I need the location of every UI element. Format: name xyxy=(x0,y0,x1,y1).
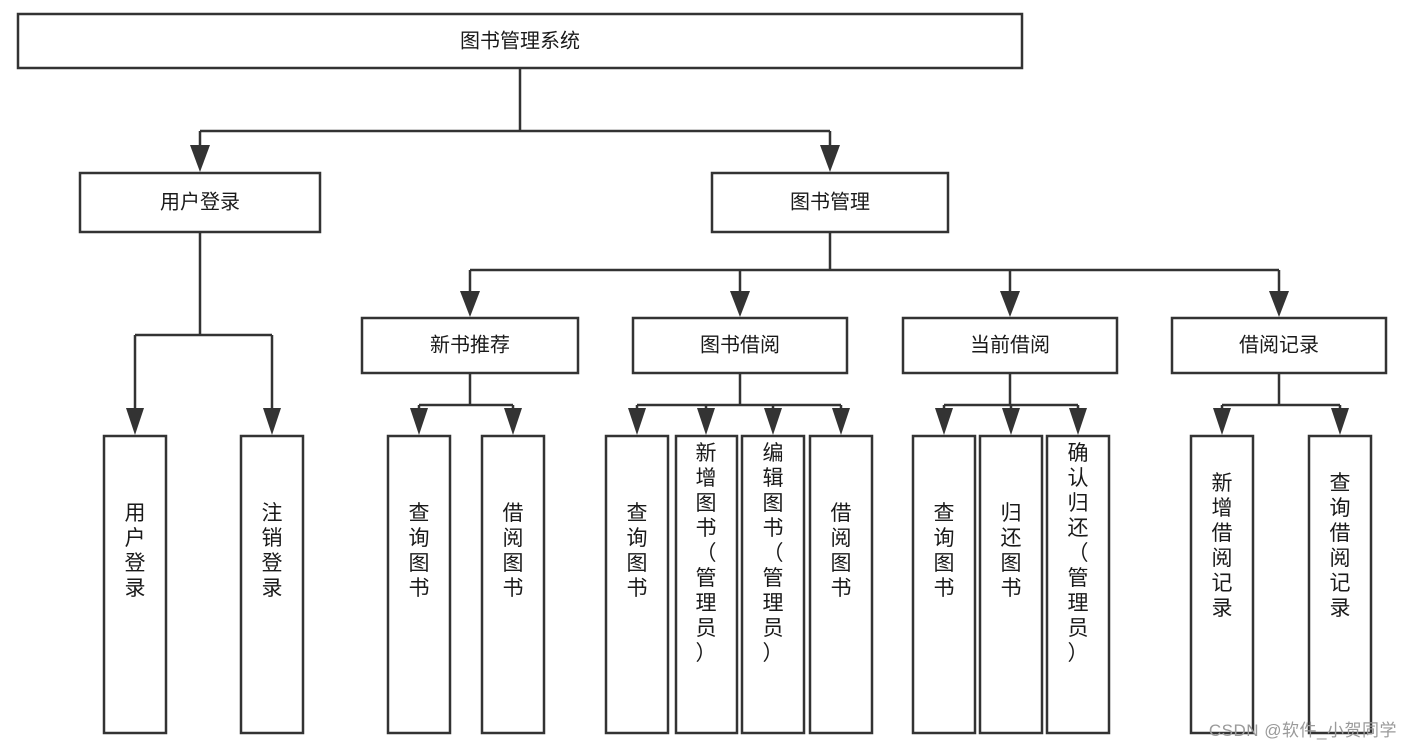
node-leaf-add-book-box[interactable] xyxy=(674,434,739,735)
node-leaf-query-book-3[interactable]: 查询图书 xyxy=(911,434,977,735)
node-leaf-query-book-3-box[interactable] xyxy=(911,434,977,735)
arrow-head-leaf-query-book-2 xyxy=(628,408,646,435)
arrow-head-leaf-return-book xyxy=(1002,408,1020,435)
node-leaf-query-book-3-label: 查询图书 xyxy=(934,502,955,600)
node-book-borrow-box[interactable] xyxy=(631,316,849,375)
arrow-head-book-borrow xyxy=(730,291,750,317)
node-leaf-query-book-2-label: 查询图书 xyxy=(627,502,648,600)
node-leaf-query-book-2-box[interactable] xyxy=(604,434,670,735)
node-book-manage[interactable]: 图书管理 xyxy=(710,171,950,234)
node-leaf-borrow-book-1-label: 借阅图书 xyxy=(503,502,524,600)
node-user-login-box[interactable] xyxy=(78,171,322,234)
node-leaf-user-login-box[interactable] xyxy=(102,434,168,735)
node-current-borrow-box[interactable] xyxy=(901,316,1119,375)
node-leaf-query-book-1-label: 查询图书 xyxy=(409,502,430,600)
node-leaf-confirm-return-box[interactable] xyxy=(1045,434,1111,735)
node-current-borrow-label: 当前借阅 xyxy=(970,333,1050,356)
node-book-manage-label: 图书管理 xyxy=(790,190,870,213)
arrow-head-leaf-edit-book xyxy=(764,408,782,435)
arrow-head-leaf-user-login xyxy=(126,408,144,435)
arrow-head-leaf-add-book xyxy=(697,408,715,435)
node-leaf-query-record-label: 查询借阅记录 xyxy=(1330,472,1351,620)
node-leaf-logout-label: 注销登录 xyxy=(262,502,283,600)
arrow-head-new-book-rec xyxy=(460,291,480,317)
node-leaf-logout-box[interactable] xyxy=(239,434,305,735)
node-leaf-borrow-book-2[interactable]: 借阅图书 xyxy=(808,434,874,735)
node-borrow-record[interactable]: 借阅记录 xyxy=(1170,316,1388,375)
arrow-head-leaf-add-record xyxy=(1213,408,1231,435)
node-user-login-label: 用户登录 xyxy=(160,190,240,213)
arrow-head-borrow-record xyxy=(1269,291,1289,317)
node-leaf-query-book-1[interactable]: 查询图书 xyxy=(386,434,452,735)
node-leaf-return-book-label: 归还图书 xyxy=(1001,502,1022,600)
node-leaf-query-record-box[interactable] xyxy=(1307,434,1373,735)
node-leaf-add-record[interactable]: 新增借阅记录 xyxy=(1189,434,1255,735)
arrow-head-leaf-confirm-return xyxy=(1069,408,1087,435)
node-leaf-logout[interactable]: 注销登录 xyxy=(239,434,305,735)
node-borrow-record-label: 借阅记录 xyxy=(1239,333,1319,356)
node-new-book-rec-box[interactable] xyxy=(360,316,580,375)
node-leaf-user-login-label: 用户登录 xyxy=(125,502,146,600)
node-leaf-add-record-box[interactable] xyxy=(1189,434,1255,735)
node-leaf-query-book-2[interactable]: 查询图书 xyxy=(604,434,670,735)
arrow-head-leaf-query-book-3 xyxy=(935,408,953,435)
arrow-head-user-login xyxy=(190,145,210,172)
node-root-label: 图书管理系统 xyxy=(460,29,580,52)
node-leaf-add-book[interactable]: 新增图书（管理员） xyxy=(674,434,739,735)
node-book-manage-box[interactable] xyxy=(710,171,950,234)
node-leaf-borrow-book-2-label: 借阅图书 xyxy=(831,502,852,600)
node-leaf-return-book[interactable]: 归还图书 xyxy=(978,434,1044,735)
node-leaf-query-book-1-box[interactable] xyxy=(386,434,452,735)
node-root[interactable]: 图书管理系统 xyxy=(16,12,1024,70)
node-leaf-add-book-label: 新增图书（管理员） xyxy=(696,442,717,665)
node-leaf-borrow-book-1-box[interactable] xyxy=(480,434,546,735)
arrow-head-leaf-borrow-book-1 xyxy=(504,408,522,435)
arrow-head-book-manage xyxy=(820,145,840,172)
node-user-login[interactable]: 用户登录 xyxy=(78,171,322,234)
node-current-borrow[interactable]: 当前借阅 xyxy=(901,316,1119,375)
node-leaf-borrow-book-1[interactable]: 借阅图书 xyxy=(480,434,546,735)
arrow-head-leaf-query-record xyxy=(1331,408,1349,435)
node-root-box[interactable] xyxy=(16,12,1024,70)
node-leaf-edit-book-label: 编辑图书（管理员） xyxy=(763,442,784,665)
node-borrow-record-box[interactable] xyxy=(1170,316,1388,375)
node-leaf-add-record-label: 新增借阅记录 xyxy=(1212,472,1233,620)
node-leaf-edit-book[interactable]: 编辑图书（管理员） xyxy=(740,434,806,735)
node-leaf-return-book-box[interactable] xyxy=(978,434,1044,735)
node-leaf-edit-book-box[interactable] xyxy=(740,434,806,735)
node-book-borrow-label: 图书借阅 xyxy=(700,333,780,356)
node-book-borrow[interactable]: 图书借阅 xyxy=(631,316,849,375)
node-new-book-rec-label: 新书推荐 xyxy=(430,333,510,356)
node-leaf-confirm-return-label: 确认归还（管理员） xyxy=(1068,442,1089,665)
node-leaf-borrow-book-2-box[interactable] xyxy=(808,434,874,735)
node-leaf-query-record[interactable]: 查询借阅记录 xyxy=(1307,434,1373,735)
connector-layer xyxy=(126,68,1349,435)
arrow-head-leaf-logout xyxy=(263,408,281,435)
arrow-head-current-borrow xyxy=(1000,291,1020,317)
node-new-book-rec[interactable]: 新书推荐 xyxy=(360,316,580,375)
node-leaf-confirm-return[interactable]: 确认归还（管理员） xyxy=(1045,434,1111,735)
arrow-head-leaf-query-book-1 xyxy=(410,408,428,435)
arrow-head-leaf-borrow-book-2 xyxy=(832,408,850,435)
node-leaf-user-login[interactable]: 用户登录 xyxy=(102,434,168,735)
